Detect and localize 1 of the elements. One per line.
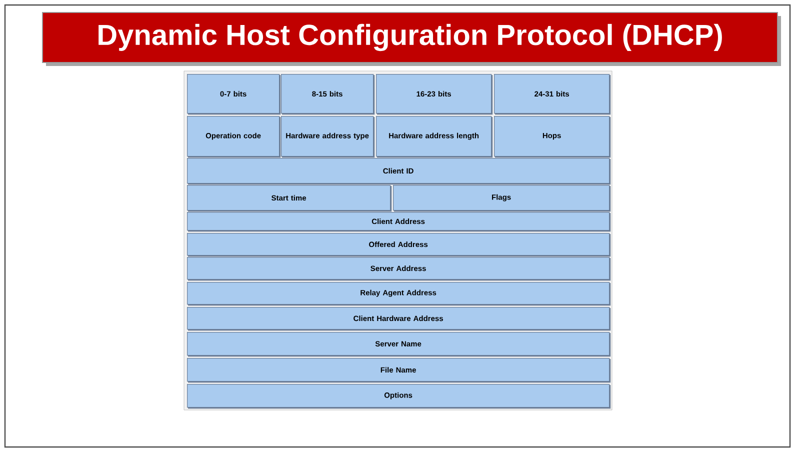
title-banner: Dynamic Host Configuration Protocol (DHCP) [42,12,781,66]
